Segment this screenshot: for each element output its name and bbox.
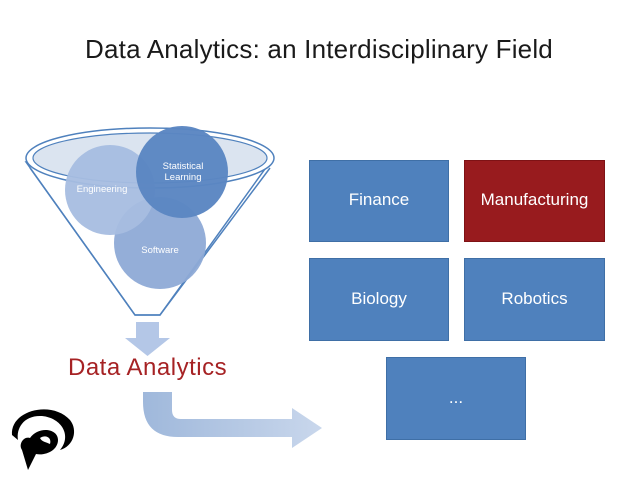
slide-title: Data Analytics: an Interdisciplinary Fie… [85,34,553,64]
tile-biology-label: Biology [351,289,407,308]
circle-engineering [65,145,155,235]
engineering-label: Engineering [76,184,128,195]
bent-arrow [143,392,322,448]
tile-manufacturing: Manufacturing [464,160,605,242]
circle-statistical-learning [136,126,228,218]
swirl-logo-icon [11,409,75,470]
tile-biology: Biology [309,258,449,341]
data-analytics-label: Data Analytics [68,354,228,381]
statistical-learning-label: Statistical Learning [162,161,204,183]
software-label: Software [141,245,179,256]
tile-robotics-label: Robotics [501,289,568,308]
tile-more-label: ... [448,388,464,407]
tile-manufacturing-label: Manufacturing [480,190,589,209]
tile-finance-label: Finance [348,190,410,209]
down-arrow [125,322,170,356]
tile-robotics: Robotics [464,258,605,341]
tile-more: ... [386,357,526,440]
tile-finance: Finance [309,160,449,242]
